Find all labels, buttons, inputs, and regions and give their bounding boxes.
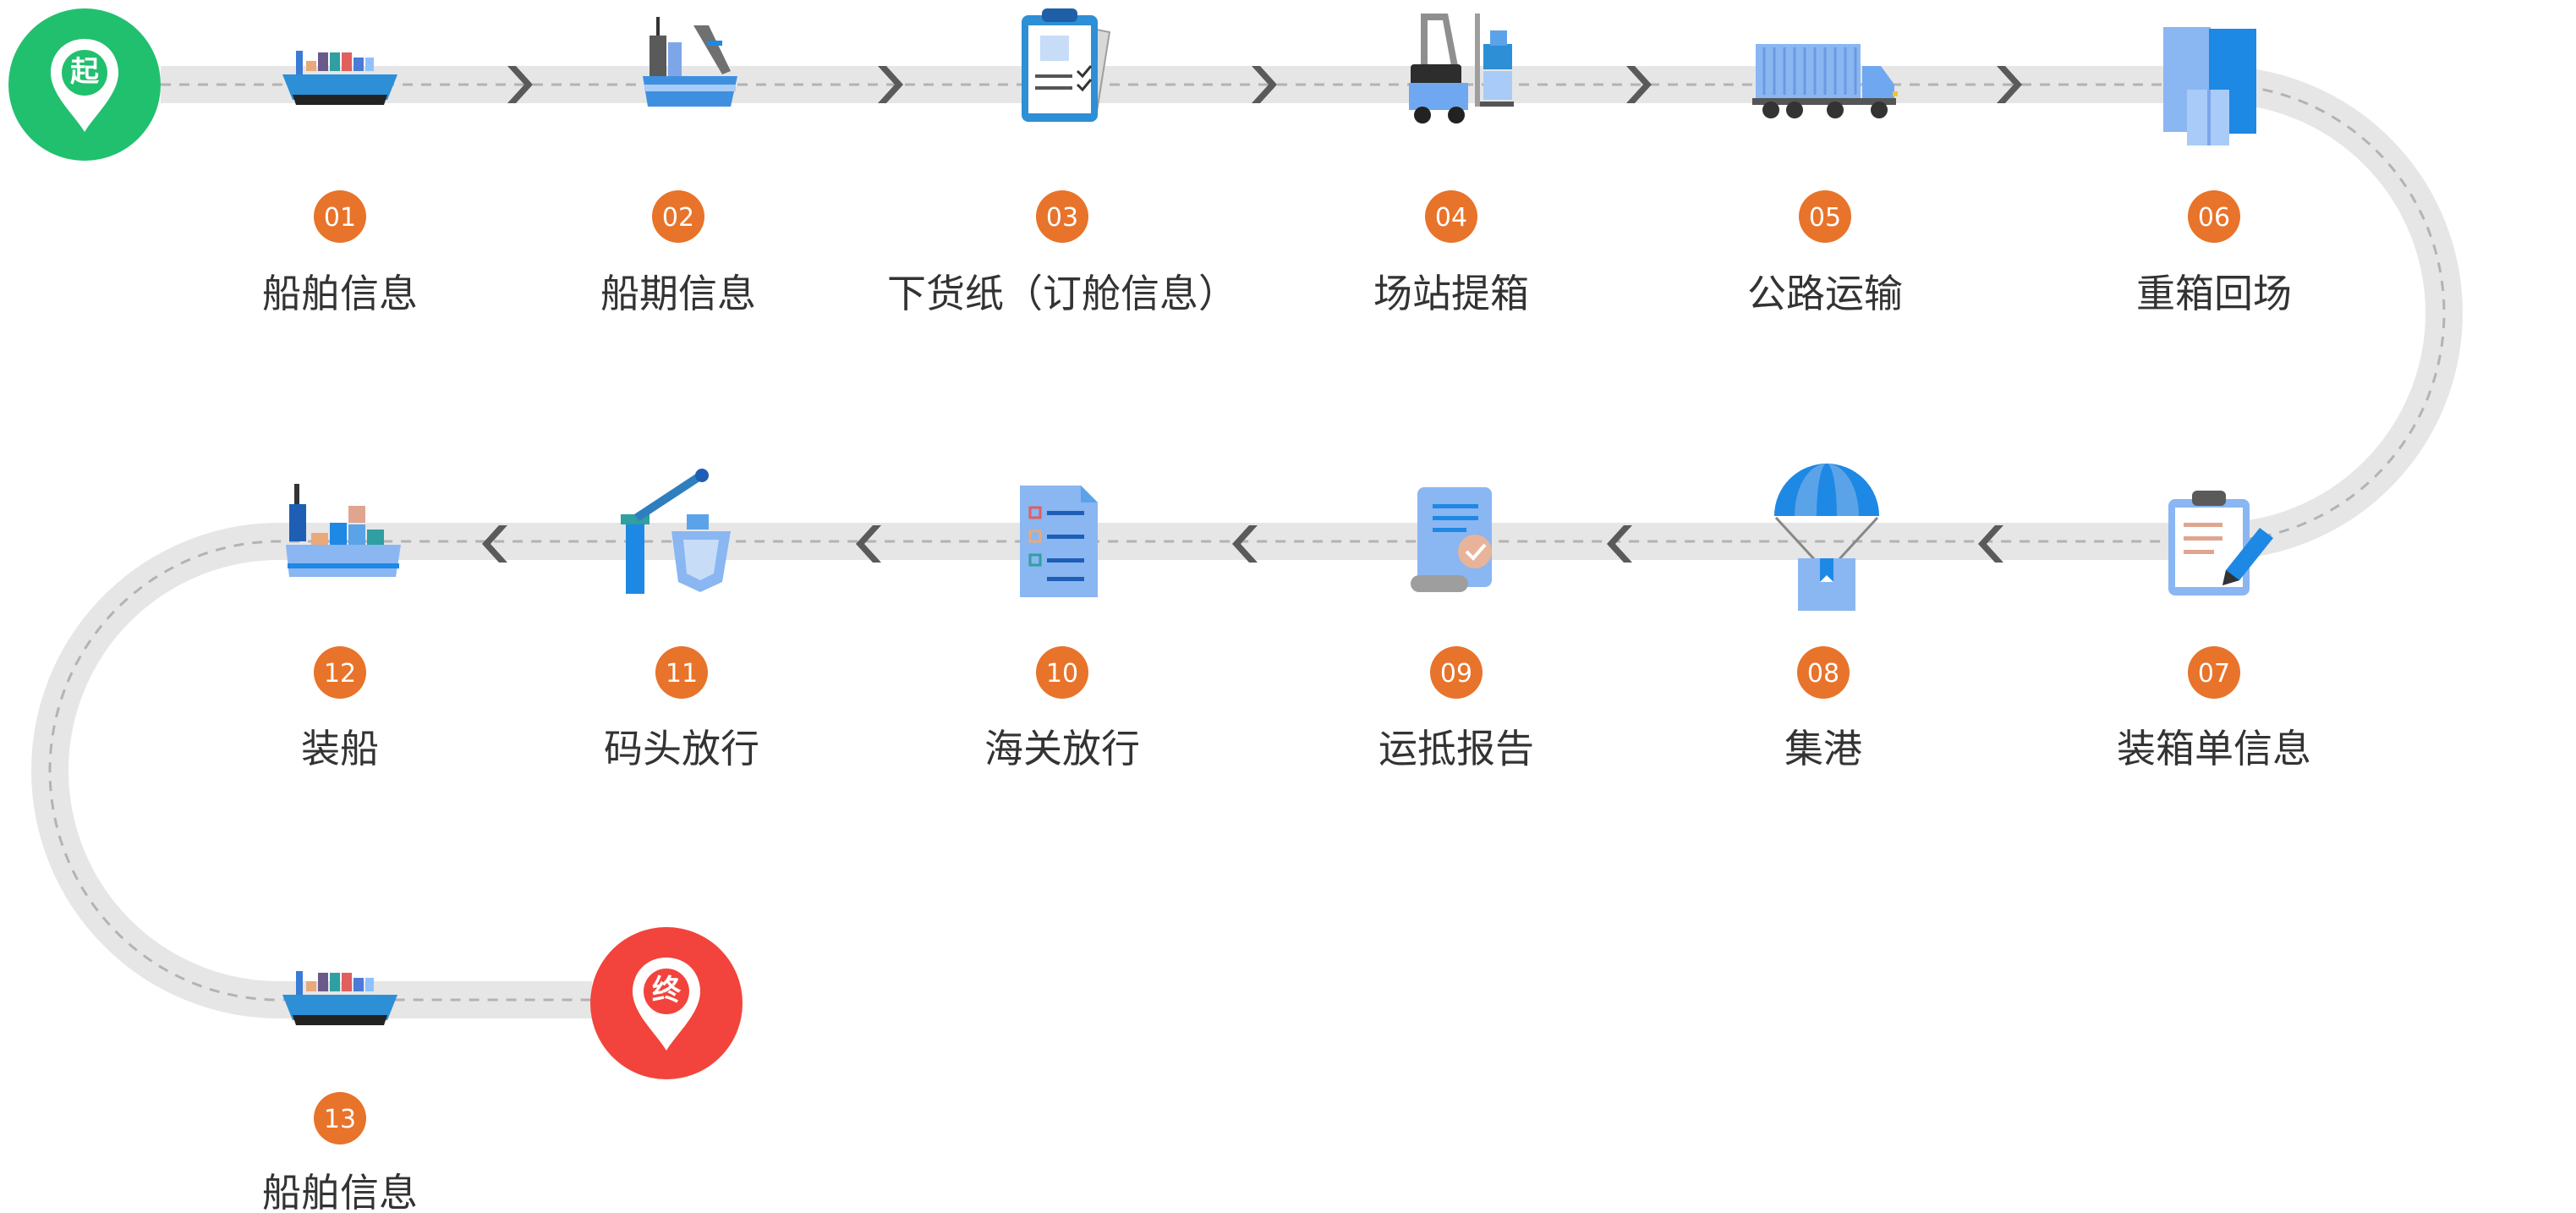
container-truck-icon xyxy=(1752,44,1898,118)
step-number: 09 xyxy=(1440,659,1472,689)
step-number-badge xyxy=(2188,646,2240,699)
step-number: 06 xyxy=(2198,203,2230,233)
clipboard-pen-icon xyxy=(2168,491,2273,596)
process-step: 09 运抵报告 xyxy=(1378,646,1534,771)
step-label: 船舶信息 xyxy=(262,1170,418,1213)
forklift-icon xyxy=(1409,14,1514,123)
step-number-badge xyxy=(1036,646,1088,699)
step-label: 场站提箱 xyxy=(1373,271,1529,316)
route-centerline xyxy=(48,83,2446,1002)
step-number: 01 xyxy=(324,203,356,233)
process-step: 12 装船 xyxy=(301,646,379,771)
start-marker-text: 起 xyxy=(70,55,100,89)
process-step: 07 装箱单信息 xyxy=(2117,646,2311,771)
step-number-badge xyxy=(1425,190,1477,243)
step-number-badge xyxy=(2188,190,2240,243)
start-marker: 起 xyxy=(8,8,161,161)
step-label: 公路运输 xyxy=(1747,271,1903,316)
step-number-badge xyxy=(1036,190,1088,243)
route-track xyxy=(31,66,2463,1018)
step-number-badge xyxy=(1430,646,1483,699)
step-icons xyxy=(282,8,2273,1025)
step-label: 集港 xyxy=(1784,726,1862,771)
process-step: 11 码头放行 xyxy=(604,646,759,771)
step-number-badge xyxy=(655,646,708,699)
process-step: 02 船期信息 xyxy=(600,190,756,316)
step-label: 船期信息 xyxy=(600,271,756,316)
step-number: 11 xyxy=(666,659,698,689)
step-number: 03 xyxy=(1046,203,1078,233)
stacked-boxes-icon xyxy=(2163,27,2256,145)
process-step: 01 船舶信息 xyxy=(262,190,418,316)
loading-ship-icon xyxy=(286,484,401,577)
step-number: 13 xyxy=(324,1105,356,1134)
end-marker: 终 xyxy=(590,927,743,1079)
step-number: 10 xyxy=(1046,659,1078,689)
process-step: 03 下货纸（订舱信息） xyxy=(887,190,1237,316)
step-number-badge xyxy=(652,190,704,243)
step-number-badge xyxy=(314,1092,366,1144)
end-marker-text: 终 xyxy=(652,974,682,1007)
step-label: 下货纸（订舱信息） xyxy=(887,271,1237,316)
step-number: 02 xyxy=(662,203,694,233)
step-label: 重箱回场 xyxy=(2136,271,2292,316)
process-step: 04 场站提箱 xyxy=(1373,190,1529,316)
process-step: 13 船舶信息 xyxy=(262,1092,418,1213)
step-label: 运抵报告 xyxy=(1378,726,1534,771)
step-label: 装箱单信息 xyxy=(2117,726,2311,771)
process-step: 08 集港 xyxy=(1784,646,1862,771)
step-list: 01 船舶信息 02 船期信息 03 下货纸（订舱信息） 04 场站提箱 05 公路运输 06 重箱回… xyxy=(262,190,2311,1213)
step-number-badge xyxy=(1799,190,1851,243)
step-number-badge xyxy=(314,646,366,699)
step-number: 07 xyxy=(2198,659,2230,689)
process-step: 05 公路运输 xyxy=(1747,190,1903,316)
step-label: 码头放行 xyxy=(604,726,759,771)
certificate-scroll-icon xyxy=(1411,487,1492,592)
port-crane-ship-icon xyxy=(621,469,731,594)
parachute-box-icon xyxy=(1774,464,1879,611)
clipboard-documents-icon xyxy=(1022,8,1111,122)
step-number: 12 xyxy=(324,659,356,689)
step-number-badge xyxy=(1797,646,1850,699)
step-number: 04 xyxy=(1435,203,1467,233)
step-label: 船舶信息 xyxy=(262,271,418,316)
step-number: 05 xyxy=(1809,203,1841,233)
process-step: 06 重箱回场 xyxy=(2136,190,2292,316)
step-label: 装船 xyxy=(301,726,379,771)
step-number-badge xyxy=(314,190,366,243)
cargo-ship-icon xyxy=(282,971,397,1025)
step-label: 海关放行 xyxy=(984,726,1140,771)
ship-crane-icon xyxy=(643,17,737,107)
step-number: 08 xyxy=(1807,659,1839,689)
checklist-document-icon xyxy=(1020,486,1098,597)
cargo-ship-icon xyxy=(282,51,397,105)
process-step: 10 海关放行 xyxy=(984,646,1140,771)
